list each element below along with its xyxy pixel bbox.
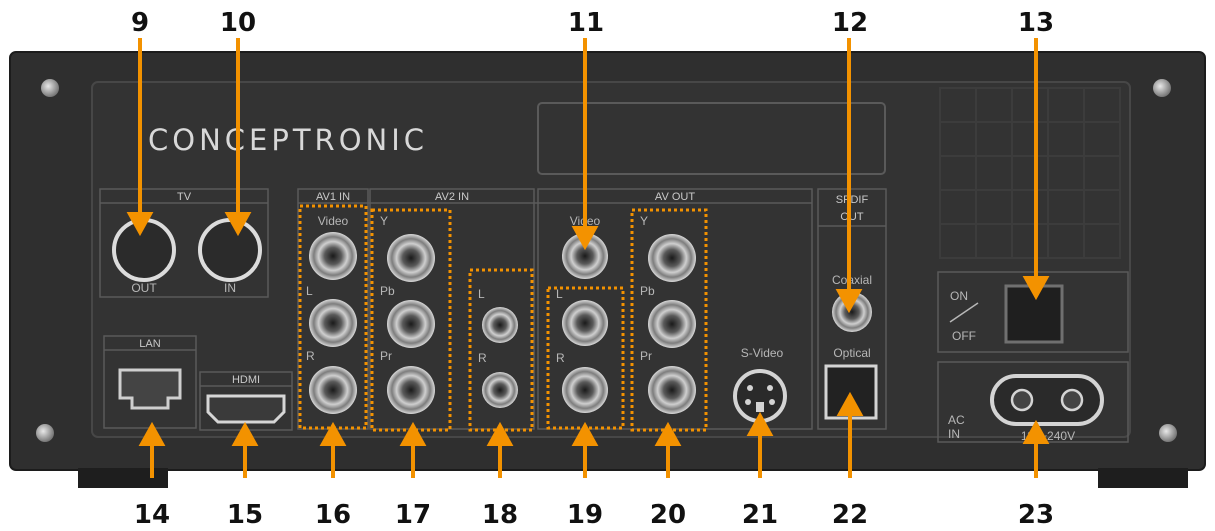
rca-connector xyxy=(562,300,608,346)
av-out-label: AV OUT xyxy=(655,191,695,203)
rca-connector xyxy=(482,307,518,343)
callout-number: 20 xyxy=(650,500,686,530)
screw-icon xyxy=(1153,79,1171,97)
av-out-composite-connectors xyxy=(562,233,608,413)
rca-connector xyxy=(562,367,608,413)
tv-section-label: TV xyxy=(177,191,192,203)
av2-y-label: Y xyxy=(380,214,388,228)
rca-connector xyxy=(648,234,696,282)
av2-pr-label: Pr xyxy=(380,349,392,363)
callout-number: 14 xyxy=(134,500,170,530)
spdif-label-line2: OUT xyxy=(840,211,864,223)
ac-in-label-line1: AC xyxy=(948,413,965,427)
callout-number: 9 xyxy=(131,8,149,38)
out-y-label: Y xyxy=(640,214,648,228)
rca-connector xyxy=(648,366,696,414)
av1-l-label: L xyxy=(306,284,313,298)
callout-number: 13 xyxy=(1018,8,1054,38)
av2-r-label: R xyxy=(478,351,487,365)
rca-connector xyxy=(387,234,435,282)
callout-number: 18 xyxy=(482,500,518,530)
callout-number: 16 xyxy=(315,500,351,530)
callout-numbers-top: 9 10 11 12 13 xyxy=(131,8,1054,38)
out-pb-label: Pb xyxy=(640,284,655,298)
av1-video-label: Video xyxy=(318,214,349,228)
tv-in-connector xyxy=(200,220,260,280)
svideo-label: S-Video xyxy=(741,346,784,360)
chassis-foot-left xyxy=(78,468,168,488)
rca-connector xyxy=(482,372,518,408)
callout-number: 23 xyxy=(1018,500,1054,530)
screw-icon xyxy=(1159,424,1177,442)
hdmi-label: HDMI xyxy=(232,374,260,386)
tv-out-connector xyxy=(114,220,174,280)
callout-number: 17 xyxy=(395,500,431,530)
callout-number: 15 xyxy=(227,500,263,530)
coaxial-label: Coaxial xyxy=(832,273,872,287)
av1-in-label: AV1 IN xyxy=(316,191,350,203)
av1-r-label: R xyxy=(306,349,315,363)
callout-number: 10 xyxy=(220,8,256,38)
screw-icon xyxy=(36,424,54,442)
tv-out-label: OUT xyxy=(131,281,157,295)
av2-pb-label: Pb xyxy=(380,284,395,298)
rca-connector xyxy=(309,232,357,280)
av2-in-label: AV2 IN xyxy=(435,191,469,203)
tv-in-label: IN xyxy=(224,281,236,295)
optical-label: Optical xyxy=(833,346,870,360)
rca-connector xyxy=(648,300,696,348)
ac-in-label-line2: IN xyxy=(948,427,960,441)
rca-connector xyxy=(309,366,357,414)
av2-l-label: L xyxy=(478,287,485,301)
screw-icon xyxy=(41,79,59,97)
av2-component-connectors xyxy=(387,234,435,414)
callout-number: 19 xyxy=(567,500,603,530)
lan-label: LAN xyxy=(139,338,160,350)
chassis-foot-right xyxy=(1098,468,1188,488)
out-pr-label: Pr xyxy=(640,349,652,363)
hdmi-port-icon xyxy=(208,396,284,422)
power-on-label: ON xyxy=(950,289,968,303)
brand-logo: CONCEPTRONIC xyxy=(148,123,428,157)
av-out-component-connectors xyxy=(648,234,696,414)
callout-number: 12 xyxy=(832,8,868,38)
callout-number: 22 xyxy=(832,500,868,530)
spdif-label-line1: SPDIF xyxy=(836,194,869,206)
rca-connector xyxy=(309,299,357,347)
callout-number: 21 xyxy=(742,500,778,530)
rca-connector xyxy=(387,366,435,414)
power-off-label: OFF xyxy=(952,329,976,343)
ac-inlet-icon xyxy=(992,376,1102,424)
rca-connector xyxy=(387,300,435,348)
av1-in-connectors xyxy=(309,232,357,414)
callout-number: 11 xyxy=(568,8,604,38)
callout-numbers-bottom: 14 15 16 17 18 19 20 21 22 23 xyxy=(134,500,1054,530)
out-r-label: R xyxy=(556,351,565,365)
